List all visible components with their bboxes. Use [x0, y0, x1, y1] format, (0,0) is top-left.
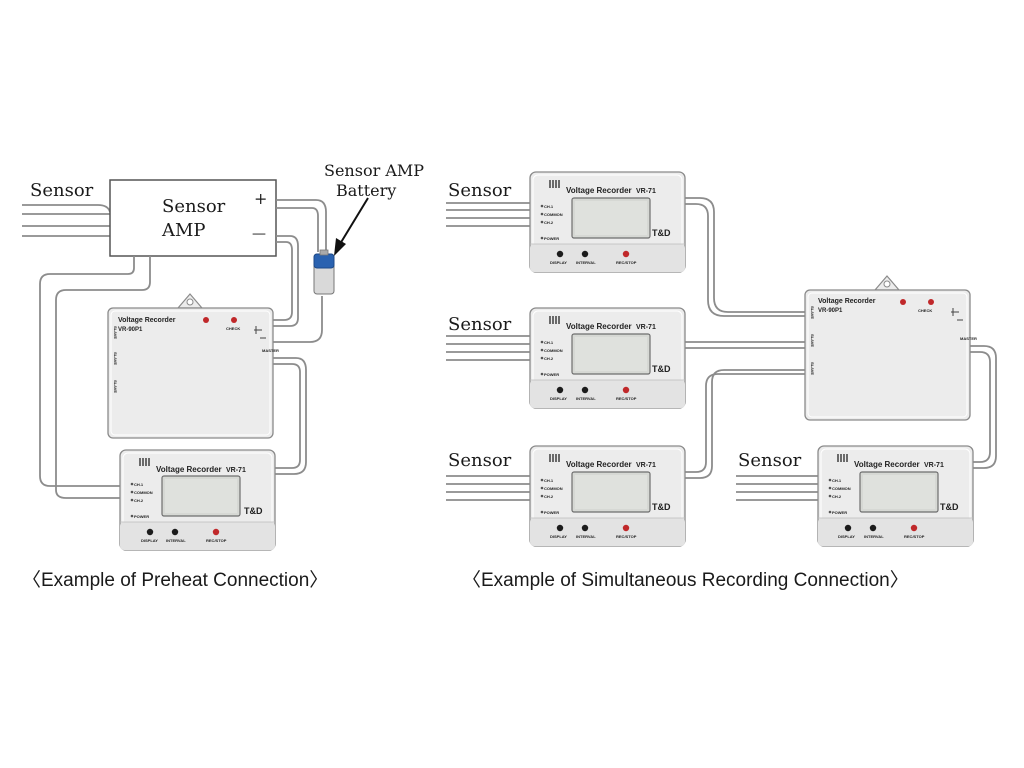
recorder-right-1-text: Voltage Recorder VR-71 CH.1 COMMON CH.2 … — [544, 186, 671, 265]
simultaneous-connection-diagram — [446, 171, 997, 547]
battery-label-line2: Battery — [336, 181, 396, 200]
slave-cables — [684, 197, 997, 479]
display-button-label: DISPLAY — [141, 538, 158, 543]
sensor-label-left: Sensor — [30, 180, 94, 201]
powerbox-model: VR-90P1 — [818, 308, 843, 314]
display-button-label: DISPLAY — [550, 260, 567, 265]
brand-logo: T&D — [244, 506, 263, 516]
recorder-title: Voltage Recorder — [566, 322, 632, 331]
powerbox-slave-2: SLAVE — [810, 334, 815, 347]
recorder-common: COMMON — [134, 490, 153, 495]
powerbox-slave-1: SLAVE — [113, 326, 118, 339]
display-button-label: DISPLAY — [838, 534, 855, 539]
recorder-model: VR-71 — [226, 467, 246, 474]
power-box-vr90p1-left — [107, 293, 274, 439]
recorder-ch2: CH.2 — [544, 356, 554, 361]
recorder-model: VR-71 — [636, 462, 656, 469]
sensor-label-right-4: Sensor — [738, 450, 802, 471]
powerbox-title: Voltage Recorder — [118, 317, 176, 324]
brand-logo: T&D — [652, 502, 671, 512]
caption-simultaneous: 〈Example of Simultaneous Recording Conne… — [462, 569, 909, 591]
powerbox-slave-1: SLAVE — [810, 306, 815, 319]
interval-button-label: INTERVAL — [576, 260, 596, 265]
recorder-power: POWER — [134, 514, 149, 519]
amp-to-recorder-cables — [39, 256, 151, 499]
display-button-label: DISPLAY — [550, 396, 567, 401]
recorder-power: POWER — [544, 372, 559, 377]
recorder-power: POWER — [832, 510, 847, 515]
recorder-title: Voltage Recorder — [566, 186, 632, 195]
brand-logo: T&D — [652, 228, 671, 238]
recstop-button-label: REC/STOP — [904, 534, 925, 539]
recorder-ch2: CH.2 — [832, 494, 842, 499]
recorder-common: COMMON — [544, 348, 563, 353]
powerbox-check: CHECK — [226, 326, 240, 331]
recorder-title: Voltage Recorder — [854, 460, 920, 469]
battery-pointer-arrow — [334, 197, 369, 256]
recorder-title: Voltage Recorder — [566, 460, 632, 469]
sensor-label-right-3: Sensor — [448, 450, 512, 471]
interval-button-label: INTERVAL — [576, 534, 596, 539]
recorder-ch1: CH.1 — [134, 482, 144, 487]
recorder-power: POWER — [544, 236, 559, 241]
amp-label-line1: Sensor — [162, 196, 226, 217]
amp-plus-sign: + — [254, 189, 267, 208]
recorder-ch1: CH.1 — [544, 478, 554, 483]
recorder-ch2: CH.2 — [544, 220, 554, 225]
recorder-ch2: CH.2 — [134, 498, 144, 503]
powerbox-check: CHECK — [918, 308, 932, 313]
recstop-button-label: REC/STOP — [616, 396, 637, 401]
interval-button-label: INTERVAL — [864, 534, 884, 539]
interval-button-label: INTERVAL — [166, 538, 186, 543]
recstop-button-label: REC/STOP — [616, 534, 637, 539]
recorder-title: Voltage Recorder — [156, 465, 222, 474]
powerbox-master: MASTER — [960, 336, 977, 341]
amp-minus-sign: — — [252, 226, 266, 242]
recorder-power: POWER — [544, 510, 559, 515]
display-button-label: DISPLAY — [550, 534, 567, 539]
powerbox-left-text: Voltage Recorder VR-90P1 CHECK MASTER SL… — [113, 317, 279, 393]
powerbox-master: MASTER — [262, 348, 279, 353]
sensor-amp-box — [109, 179, 277, 257]
recorder-right-3-text: Voltage Recorder VR-71 CH.1 COMMON CH.2 … — [544, 460, 671, 539]
amp-output-cables — [270, 199, 327, 343]
caption-preheat: 〈Example of Preheat Connection〉 — [22, 569, 328, 591]
powerbox-title: Voltage Recorder — [818, 298, 876, 305]
powerbox-right-text: Voltage Recorder VR-90P1 CHECK MASTER SL… — [810, 298, 977, 375]
recorder-common: COMMON — [832, 486, 851, 491]
recorder-common: COMMON — [544, 212, 563, 217]
sensor-label-right-1: Sensor — [448, 180, 512, 201]
powerbox-slave-2: SLAVE — [113, 352, 118, 365]
recorder-ch1: CH.1 — [544, 340, 554, 345]
battery-label-line1: Sensor AMP — [324, 161, 424, 180]
sensor-cables-right — [446, 202, 822, 501]
recorder-model: VR-71 — [924, 462, 944, 469]
recorder-model: VR-71 — [636, 324, 656, 331]
recstop-button-label: REC/STOP — [616, 260, 637, 265]
brand-logo: T&D — [940, 502, 959, 512]
recorder-common: COMMON — [544, 486, 563, 491]
preheat-connection-diagram — [22, 179, 369, 551]
recstop-button-label: REC/STOP — [206, 538, 227, 543]
sensor-cables-left — [22, 204, 111, 237]
recorder-right-4-text: Voltage Recorder VR-71 CH.1 COMMON CH.2 … — [832, 460, 959, 539]
interval-button-label: INTERVAL — [576, 396, 596, 401]
recorder-right-2-text: Voltage Recorder VR-71 CH.1 COMMON CH.2 … — [544, 322, 671, 401]
sensor-amp-battery — [313, 249, 335, 295]
recorder-model: VR-71 — [636, 188, 656, 195]
brand-logo: T&D — [652, 364, 671, 374]
recorder-ch1: CH.1 — [544, 204, 554, 209]
master-cable-left — [273, 357, 307, 475]
sensor-label-right-2: Sensor — [448, 314, 512, 335]
recorder-ch1: CH.1 — [832, 478, 842, 483]
recorder-left-text: Voltage Recorder VR-71 CH.1 COMMON CH.2 … — [134, 465, 263, 543]
powerbox-slave-3: SLAVE — [113, 380, 118, 393]
recorder-ch2: CH.2 — [544, 494, 554, 499]
powerbox-model: VR-90P1 — [118, 327, 143, 333]
powerbox-slave-3: SLAVE — [810, 362, 815, 375]
amp-label-line2: AMP — [161, 220, 206, 241]
